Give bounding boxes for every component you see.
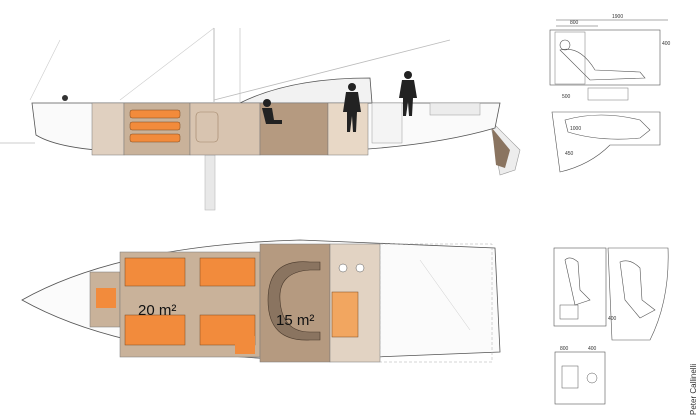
bunk-2 (129, 121, 181, 131)
fore-step (96, 288, 116, 308)
shroud (119, 27, 215, 101)
berth-frame (551, 111, 661, 173)
head-plan-toilet (561, 365, 579, 389)
bunk-3 (129, 133, 181, 143)
transom-step (429, 102, 481, 116)
head-person-outline (564, 257, 591, 306)
lying-person-outline (564, 114, 651, 140)
section-view-berth: 1000 450 (551, 111, 661, 173)
toilet-outline (559, 304, 579, 320)
sink-icon-2 (355, 263, 365, 273)
cockpit-well (371, 102, 403, 144)
galley-counter (331, 291, 359, 338)
designer-credit: Peter Callinelli (689, 364, 698, 415)
seat-block (554, 31, 586, 85)
section-view-bottom: 800 400 400 (553, 247, 669, 405)
keel-fin (204, 154, 216, 211)
dim-side-height: 1000 (570, 126, 581, 132)
saloon-settee (267, 261, 321, 341)
cockpit-plan (379, 243, 493, 363)
dim-small-a: 800 (560, 346, 569, 352)
berth-port-aft (199, 257, 256, 287)
nav-person-outline (619, 260, 656, 319)
head-outline (559, 39, 571, 51)
area-label-aft-cabin: 20 m² (138, 302, 176, 319)
plan-view: 20 m² 15 m² (21, 239, 501, 363)
person-standing-icon (343, 83, 361, 132)
tank-outline (195, 111, 219, 143)
profile-view (0, 27, 521, 211)
aft-step (235, 336, 255, 354)
dim-overall: 1900 (612, 14, 623, 20)
windlass-icon (62, 95, 68, 101)
forestay (29, 39, 61, 101)
section-view-top: 1900 800 400 500 (549, 14, 671, 101)
mid-section (189, 102, 261, 156)
person-on-deck-icon (399, 71, 417, 116)
dim-small-b: 400 (588, 346, 597, 352)
boom (213, 39, 451, 101)
head-plan (554, 351, 606, 405)
person-seated-icon (262, 99, 282, 124)
fore-locker (91, 102, 125, 156)
area-label-saloon: 15 m² (276, 312, 314, 329)
dim-plan-width: 400 (608, 316, 617, 322)
dim-seat-height: 500 (562, 94, 571, 100)
sink-icon (338, 263, 348, 273)
rudder (492, 128, 510, 168)
nav-frame (607, 247, 669, 341)
bunk-1 (129, 109, 181, 119)
dim-right-height: 400 (662, 41, 671, 47)
dim-top-width: 800 (570, 20, 579, 26)
step-block (587, 87, 629, 101)
cockpit-line (419, 259, 471, 331)
berth-stbd-fore (124, 314, 186, 346)
head-plan-basin (586, 372, 598, 384)
deckhouse (239, 77, 373, 104)
berth-port-fore (124, 257, 186, 287)
dim-berth-height: 450 (565, 151, 574, 157)
seated-person-outline (559, 48, 646, 81)
